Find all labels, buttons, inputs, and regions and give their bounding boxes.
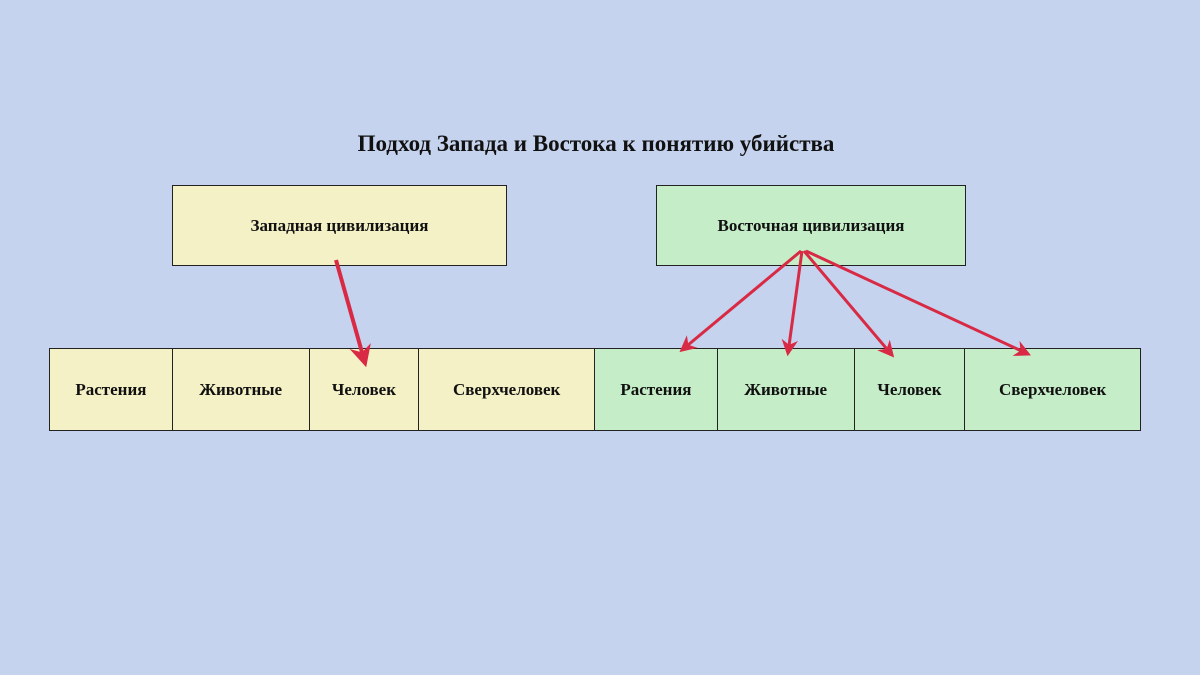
- page-title: Подход Запада и Востока к понятию убийст…: [357, 131, 835, 156]
- arrow-east-to-superhuman: [805, 249, 1031, 356]
- west-cell-human: Человек: [309, 349, 420, 430]
- west-cell-plants: Растения: [50, 349, 173, 430]
- east-cell-human: Человек: [854, 349, 966, 430]
- categories-row: Растения Животные Человек Сверхчеловек Р…: [49, 348, 1141, 431]
- east-cell-superhuman: Сверхчеловек: [965, 349, 1140, 430]
- arrow-east-to-animals: [781, 250, 804, 357]
- west-cell-superhuman: Сверхчеловек: [419, 349, 595, 430]
- eastern-civilization-box: Восточная цивилизация: [656, 185, 966, 266]
- west-cell-animals: Животные: [172, 349, 310, 430]
- arrow-east-to-human: [802, 250, 895, 358]
- east-cell-plants: Растения: [595, 349, 718, 430]
- western-civilization-box: Западная цивилизация: [172, 185, 507, 266]
- east-cell-animals: Животные: [717, 349, 855, 430]
